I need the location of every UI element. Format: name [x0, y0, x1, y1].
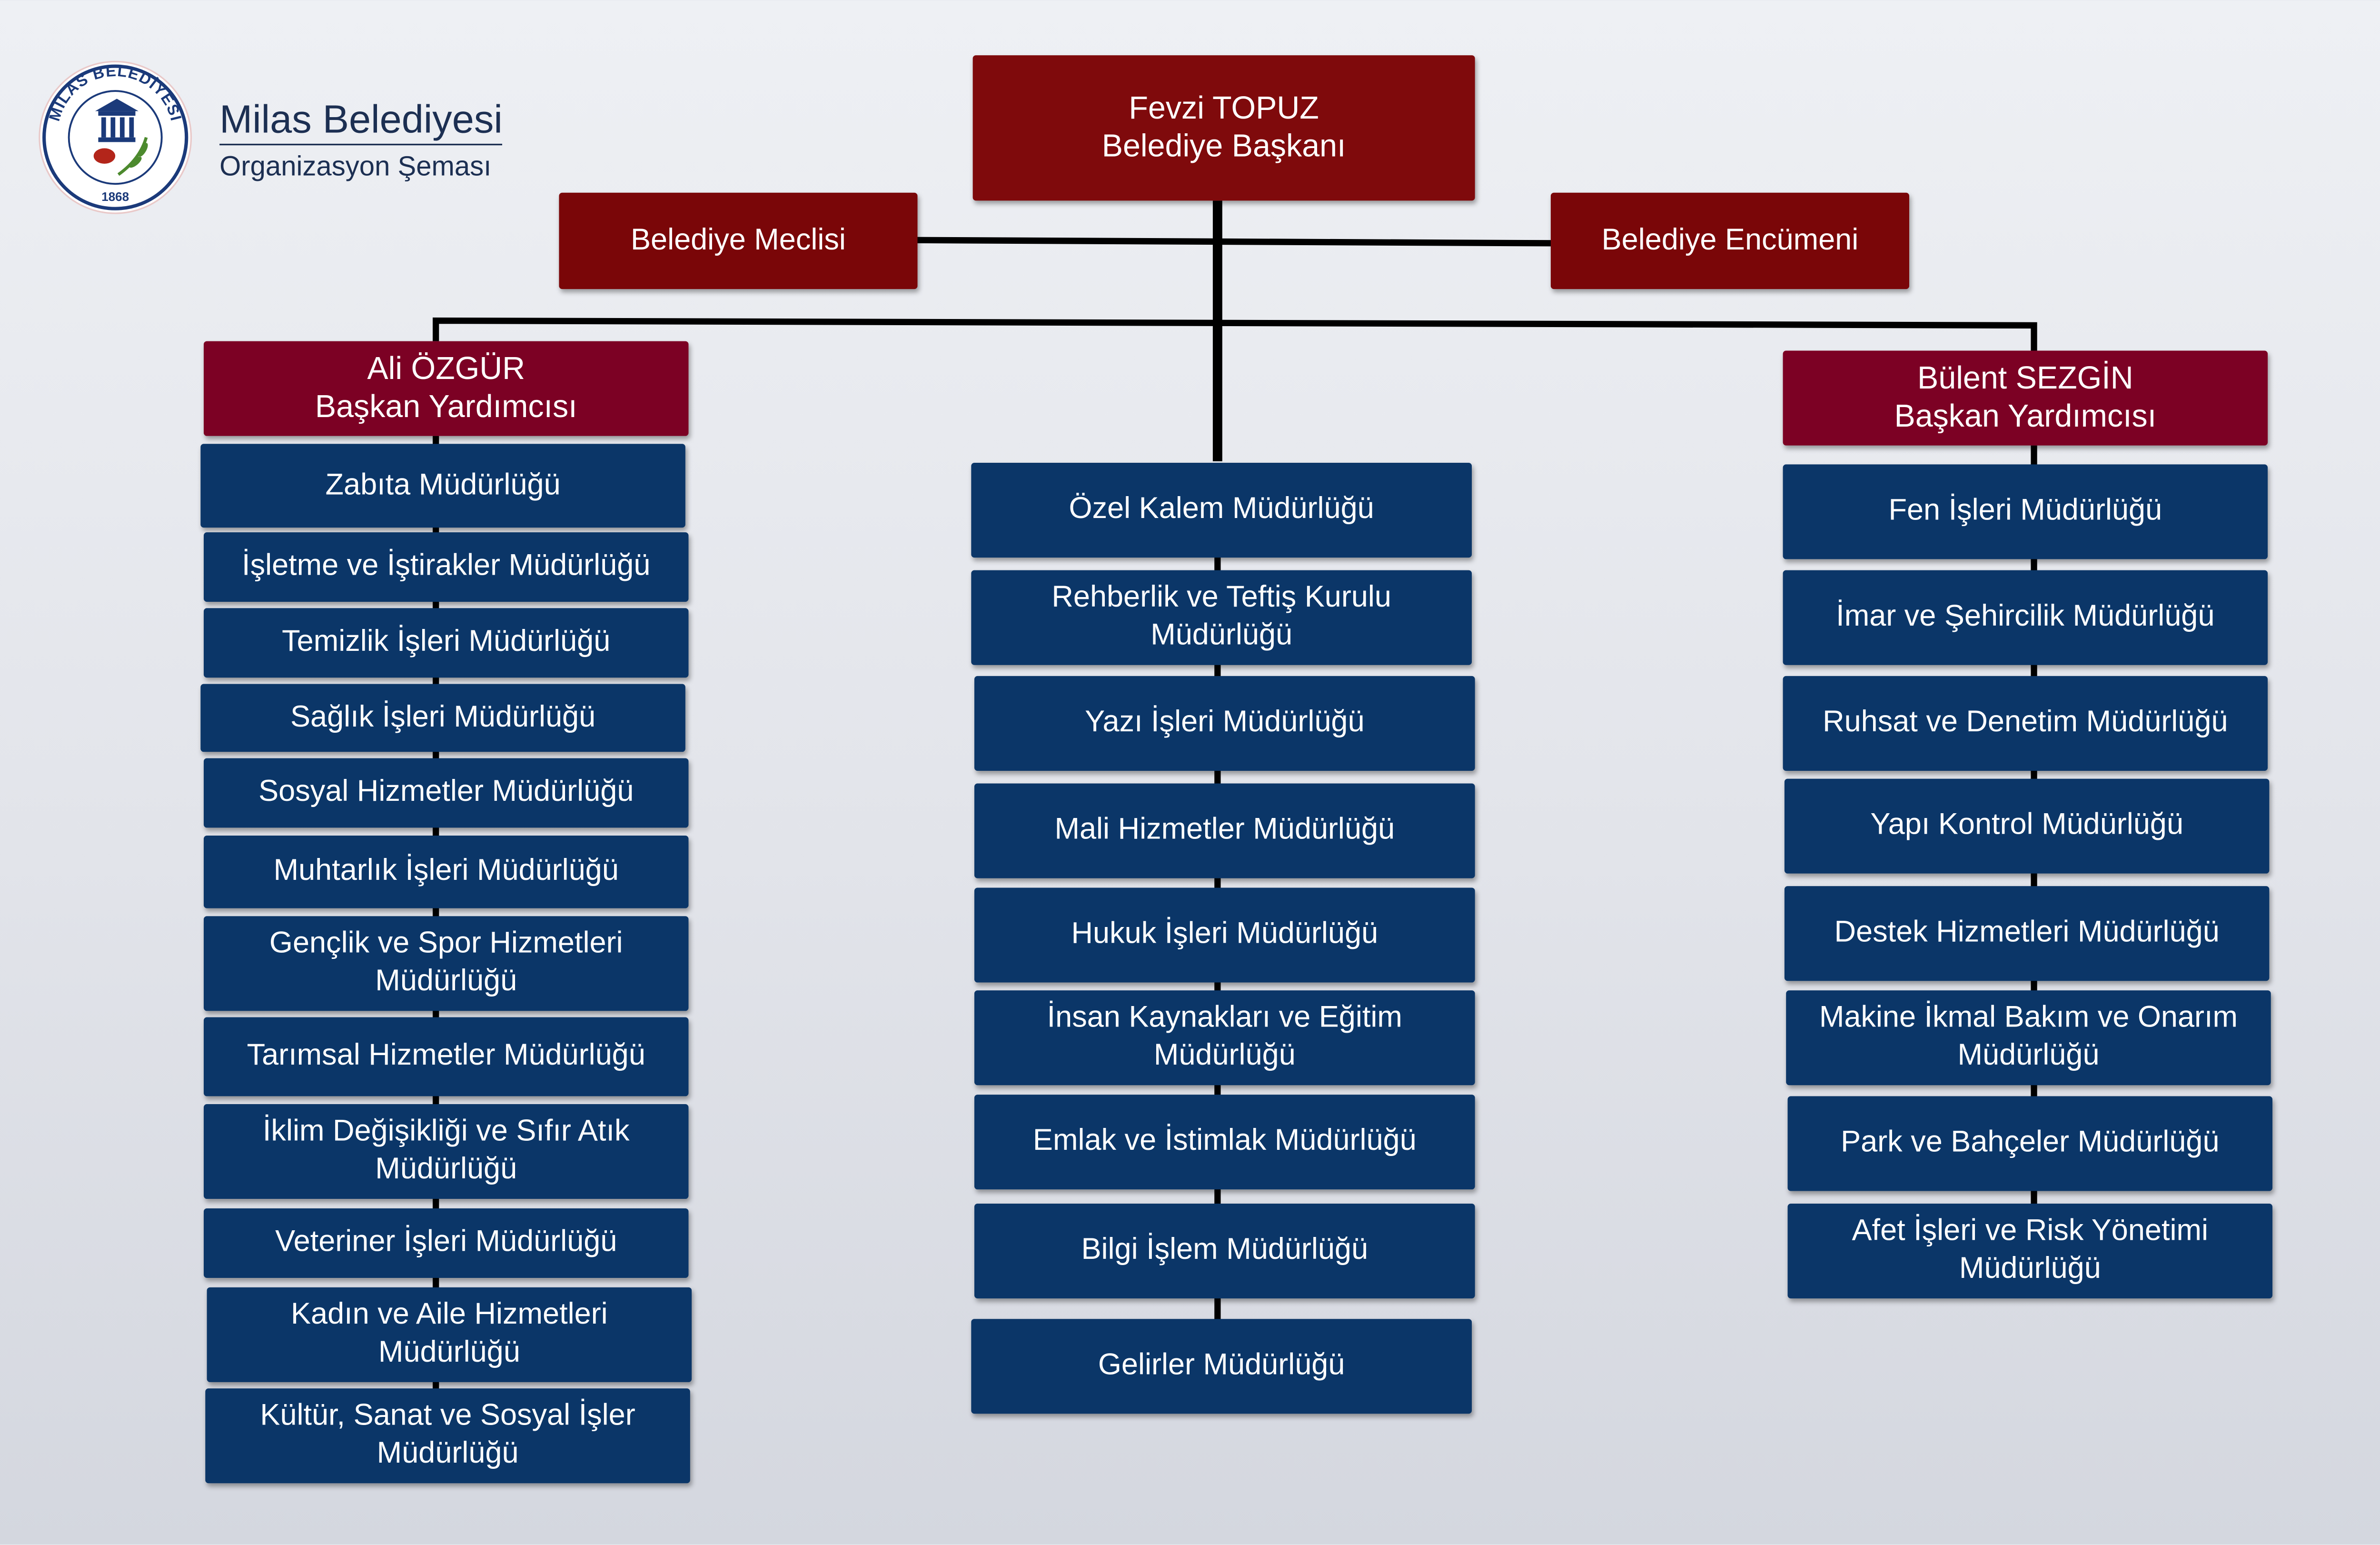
unit-label: Müdürlüğü: [1153, 1039, 1296, 1073]
deputies-line: [433, 317, 2037, 351]
unit-label: Yapı Kontrol Müdürlüğü: [1870, 808, 2183, 842]
unit-box: Veteriner İşleri Müdürlüğü: [203, 1208, 689, 1278]
unit-label: Müdürlüğü: [1150, 619, 1293, 653]
mayor-title: Belediye Başkanı: [1101, 130, 1346, 165]
unit-label: Ruhsat ve Denetim Müdürlüğü: [1823, 706, 2228, 739]
unit-label: Müdürlüğü: [378, 1336, 520, 1370]
unit-box: İşletme ve İştirakler Müdürlüğü: [203, 532, 689, 602]
unit-label: Veteriner İşleri Müdürlüğü: [275, 1226, 617, 1259]
deputy-mayor-left-box: Ali ÖZGÜR Başkan Yardımcısı: [203, 341, 689, 436]
unit-label: Fen İşleri Müdürlüğü: [1888, 494, 2162, 528]
unit-label: Afet İşleri ve Risk Yönetimi: [1852, 1215, 2209, 1248]
unit-box: Destek Hizmetleri Müdürlüğü: [1784, 886, 2270, 981]
unit-label: Bilgi İşlem Müdürlüğü: [1081, 1234, 1368, 1267]
council-committee-line: [916, 237, 1556, 247]
unit-label: İnsan Kaynakları ve Eğitim: [1047, 1001, 1402, 1035]
unit-label: Müdürlüğü: [375, 965, 517, 998]
unit-label: Destek Hizmetleri Müdürlüğü: [1834, 916, 2220, 949]
unit-box: Sosyal Hizmetler Müdürlüğü: [203, 758, 689, 828]
unit-box: Tarımsal Hizmetler Müdürlüğü: [203, 1017, 689, 1096]
unit-label: Müdürlüğü: [377, 1437, 519, 1471]
unit-label: Tarımsal Hizmetler Müdürlüğü: [247, 1039, 645, 1073]
unit-label: Gelirler Müdürlüğü: [1098, 1349, 1345, 1382]
unit-label: Müdürlüğü: [1959, 1252, 2101, 1286]
unit-box: Temizlik İşleri Müdürlüğü: [203, 608, 689, 678]
unit-label: Sağlık İşleri Müdürlüğü: [290, 700, 596, 734]
unit-label: Müdürlüğü: [375, 1153, 517, 1186]
unit-label: Müdürlüğü: [1957, 1039, 2100, 1073]
unit-box: Park ve Bahçeler Müdürlüğü: [1787, 1096, 2273, 1191]
committee-box: Belediye Encümeni: [1550, 192, 1909, 289]
unit-box: Muhtarlık İşleri Müdürlüğü: [203, 836, 689, 908]
unit-box: Emlak ve İstimlak Müdürlüğü: [974, 1095, 1475, 1190]
olive-branch-icon: [117, 137, 148, 176]
milas-seal-logo: MİLAS BELEDİYESİ 1868: [39, 60, 192, 214]
council-box: Belediye Meclisi: [559, 192, 918, 289]
unit-label: Makine İkmal Bakım ve Onarım: [1819, 1001, 2238, 1035]
unit-label: Özel Kalem Müdürlüğü: [1069, 493, 1374, 526]
deputy-right-name: Bülent SEZGİN: [1917, 361, 2133, 397]
unit-label: Yazı İşleri Müdürlüğü: [1085, 706, 1365, 739]
chart-subtitle: Organizasyon Şeması: [219, 150, 492, 182]
unit-box: Fen İşleri Müdürlüğü: [1783, 464, 2268, 559]
seal-year: 1868: [101, 189, 129, 204]
unit-label: Zabıta Müdürlüğü: [325, 468, 561, 502]
unit-box: Sağlık İşleri Müdürlüğü: [200, 684, 685, 752]
unit-label: Kültür, Sanat ve Sosyal İşler: [260, 1399, 635, 1433]
deputy-mayor-right-box: Bülent SEZGİN Başkan Yardımcısı: [1783, 350, 2268, 446]
deputy-left-title: Başkan Yardımcısı: [315, 390, 577, 425]
unit-box: Yapı Kontrol Müdürlüğü: [1784, 778, 2270, 874]
committee-label: Belediye Encümeni: [1601, 223, 1859, 257]
unit-box: Hukuk İşleri Müdürlüğü: [974, 887, 1475, 983]
unit-label: Mali Hizmetler Müdürlüğü: [1054, 813, 1395, 847]
unit-box: Mali Hizmetler Müdürlüğü: [974, 783, 1475, 878]
unit-box: Ruhsat ve Denetim Müdürlüğü: [1783, 676, 2268, 771]
unit-box: Zabıta Müdürlüğü: [200, 444, 685, 528]
fruit-icon: [93, 148, 116, 164]
unit-box: Yazı İşleri Müdürlüğü: [974, 676, 1475, 771]
unit-label: Park ve Bahçeler Müdürlüğü: [1841, 1126, 2220, 1160]
unit-label: Emlak ve İstimlak Müdürlüğü: [1032, 1125, 1417, 1158]
council-label: Belediye Meclisi: [630, 223, 846, 257]
unit-label: Gençlik ve Spor Hizmetleri: [269, 927, 623, 961]
unit-label: İşletme ve İştirakler Müdürlüğü: [242, 549, 651, 583]
deputy-left-name: Ali ÖZGÜR: [367, 352, 526, 387]
unit-box: İmar ve Şehircilik Müdürlüğü: [1783, 570, 2268, 665]
brand-block: Milas Belediyesi Organizasyon Şeması: [219, 98, 503, 183]
unit-label: Sosyal Hizmetler Müdürlüğü: [258, 775, 634, 809]
unit-label: Rehberlik ve Teftiş Kurulu: [1051, 581, 1391, 615]
unit-label: Kadın ve Aile Hizmetleri: [291, 1298, 608, 1332]
unit-label: Hukuk İşleri Müdürlüğü: [1071, 917, 1378, 951]
mayor-box: Fevzi TOPUZ Belediye Başkanı: [972, 55, 1475, 201]
unit-label: Muhtarlık İşleri Müdürlüğü: [273, 854, 619, 888]
unit-label: İmar ve Şehircilik Müdürlüğü: [1836, 600, 2215, 634]
municipality-name: Milas Belediyesi: [219, 98, 503, 146]
unit-label: İklim Değişikliği ve Sıfır Atık: [262, 1115, 630, 1148]
unit-label: Temizlik İşleri Müdürlüğü: [282, 625, 611, 659]
unit-box: Özel Kalem Müdürlüğü: [971, 463, 1472, 558]
temple-icon: [95, 99, 139, 142]
unit-box: Bilgi İşlem Müdürlüğü: [974, 1204, 1475, 1299]
mayor-name: Fevzi TOPUZ: [1129, 91, 1319, 127]
unit-box: Gelirler Müdürlüğü: [971, 1319, 1472, 1414]
deputy-right-title: Başkan Yardımcısı: [1894, 399, 2157, 435]
